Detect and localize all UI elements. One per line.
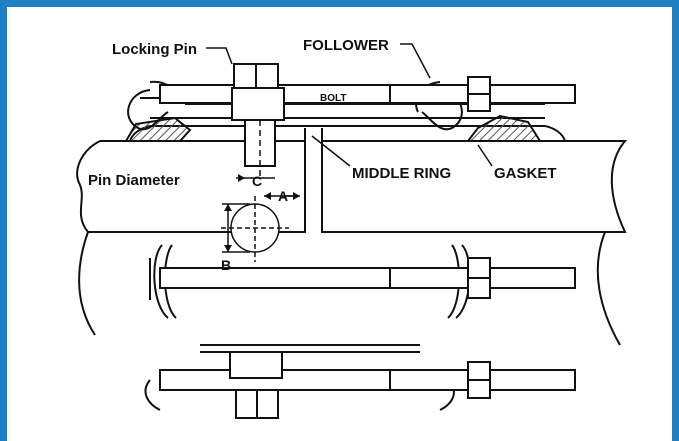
gasket-left [124, 116, 192, 142]
label-c: C [252, 173, 262, 189]
label-pin-diameter: Pin Diameter [88, 172, 180, 189]
label-follower: FOLLOWER [303, 37, 389, 54]
label-middle-ring: MIDDLE RING [352, 165, 451, 182]
gasket-right [465, 114, 542, 142]
label-a: A [278, 188, 288, 204]
pipe [76, 140, 628, 346]
label-b: B [221, 257, 231, 273]
label-gasket: GASKET [494, 165, 557, 182]
bolt-top [159, 76, 576, 112]
arrowheads [224, 174, 300, 252]
label-bolt: BOLT [320, 93, 346, 104]
lower-pin [200, 344, 420, 419]
locking-pin [231, 63, 285, 178]
pin-hole-dimension [221, 177, 300, 262]
label-locking-pin: Locking Pin [112, 41, 197, 58]
bolts-lower [159, 257, 576, 399]
